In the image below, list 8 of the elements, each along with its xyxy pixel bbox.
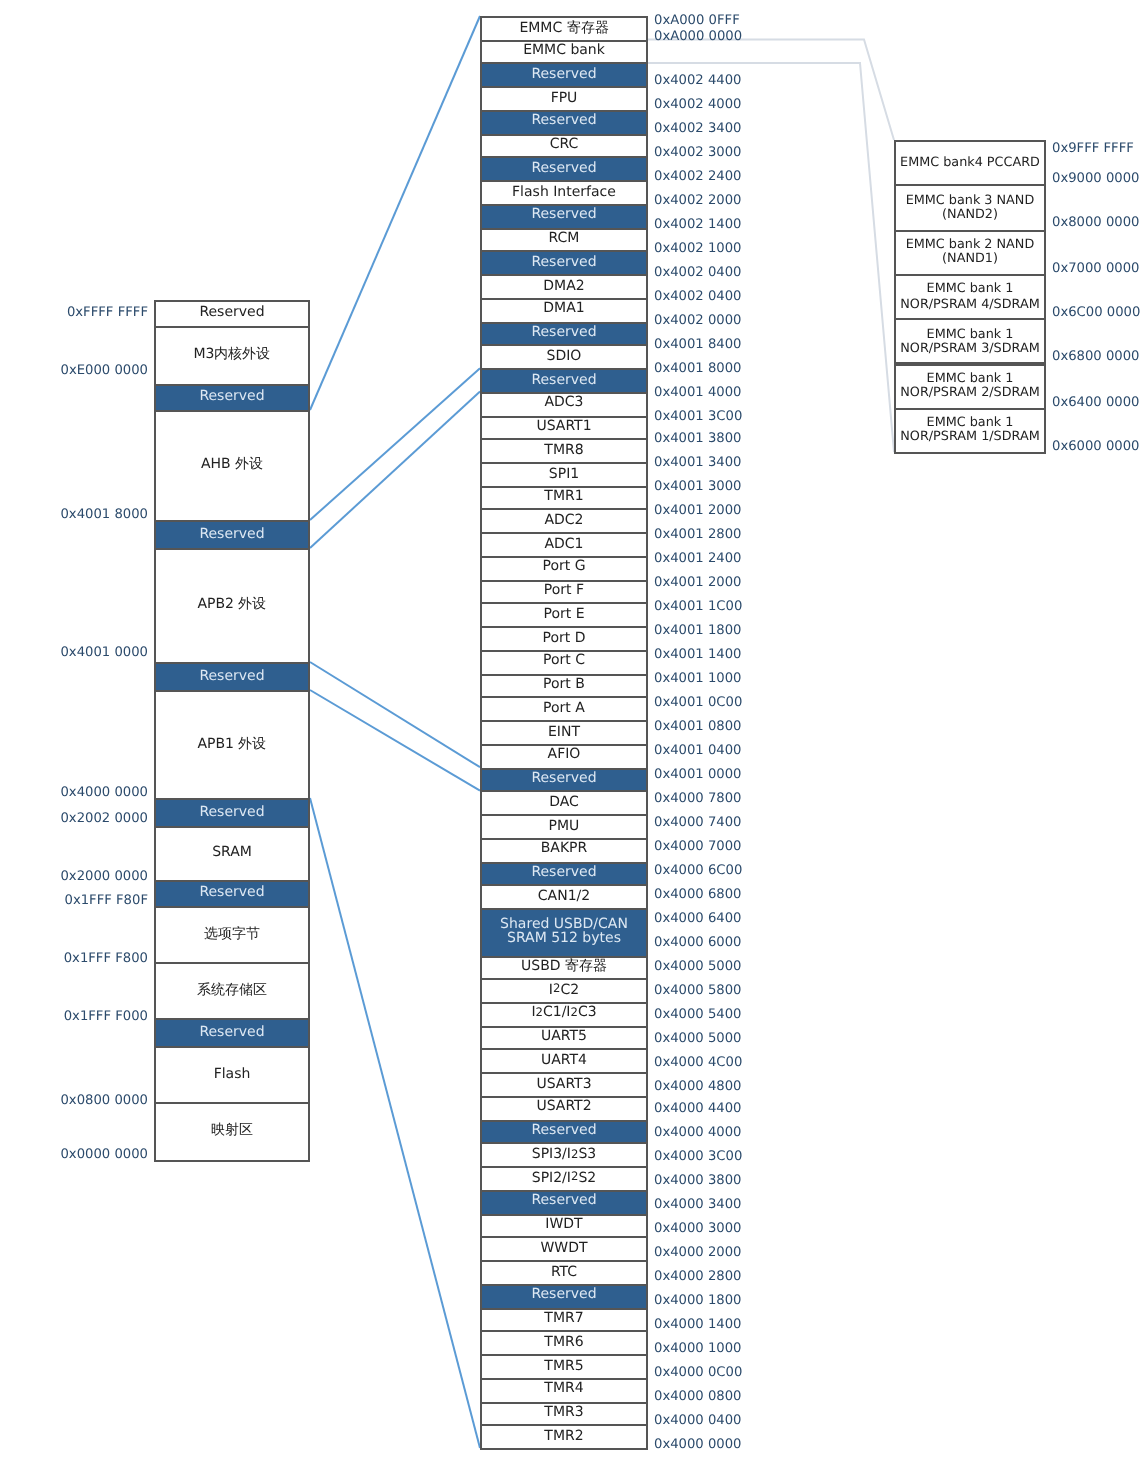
connector-line xyxy=(309,689,481,792)
connector-line xyxy=(309,797,481,1449)
connector-line xyxy=(309,390,481,549)
connector-line xyxy=(309,661,481,769)
connector-line xyxy=(309,15,481,411)
connector-line xyxy=(647,61,895,454)
connector-line xyxy=(647,38,895,141)
connector-line xyxy=(309,367,481,521)
